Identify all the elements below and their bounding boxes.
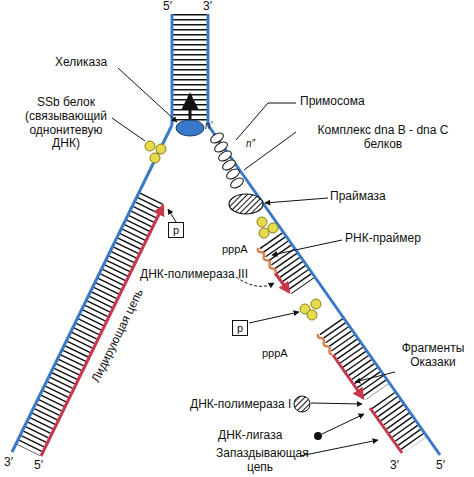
template-strand xyxy=(171,14,174,125)
strand-end: 5′ xyxy=(436,459,445,473)
template-strand xyxy=(12,125,172,452)
okazaki-fragment xyxy=(275,273,289,292)
rna-primer xyxy=(258,248,276,273)
base-pairs xyxy=(271,240,303,286)
okazaki-fragment xyxy=(370,408,402,453)
helicase-symbol xyxy=(176,120,204,136)
subunit-label: n′ xyxy=(205,120,212,132)
enzyme-label: ДНК-лигаза xyxy=(218,429,282,443)
strand-end: 3′ xyxy=(390,459,399,473)
direction-arrow xyxy=(189,94,192,120)
enzyme-label: ДНК-полимераза III xyxy=(140,268,248,282)
base-pairs xyxy=(173,14,207,122)
protein-box: p xyxy=(232,320,248,336)
protein-box: p xyxy=(168,222,184,238)
base-pairs xyxy=(331,326,377,392)
rna-primer xyxy=(318,334,333,355)
box-text: p xyxy=(173,225,179,236)
primase-symbol xyxy=(229,194,263,214)
enzyme-label: ДНК-полимераза I xyxy=(190,398,291,412)
complex-label: Примосома xyxy=(300,95,365,109)
base-pairs xyxy=(28,198,152,450)
fragment-label: Фрагменты Оказаки xyxy=(394,342,472,370)
template-strand xyxy=(207,14,210,125)
complex-label: Комплекс dna B - dna C белков xyxy=(298,124,468,152)
leading-strand xyxy=(41,206,163,456)
primer-label: РНК-праймер xyxy=(345,232,421,246)
base-pairs xyxy=(383,400,415,445)
strand-label: Запаздывающая цепь xyxy=(216,447,304,475)
primer-end: pppA xyxy=(262,347,288,360)
primosome-protein xyxy=(209,131,245,190)
enzyme-label: Праймаза xyxy=(330,190,386,204)
polymerase-i-symbol xyxy=(294,396,310,412)
box-text: p xyxy=(237,323,243,334)
strand-end: 3′ xyxy=(203,0,212,14)
protein-label: SSb белок (связывающий однонитевую ДНК) xyxy=(14,96,118,151)
ligase-symbol xyxy=(314,432,322,440)
subunit-label: n″ xyxy=(246,138,255,150)
okazaki-fragment xyxy=(333,355,363,398)
ssb-protein xyxy=(145,141,321,320)
enzyme-label: Хеликаза xyxy=(55,56,107,70)
strand-end: 3′ xyxy=(4,456,13,470)
strand-end: 5′ xyxy=(34,459,43,473)
primer-end: pppA xyxy=(222,243,248,256)
strand-end: 5′ xyxy=(163,0,172,14)
